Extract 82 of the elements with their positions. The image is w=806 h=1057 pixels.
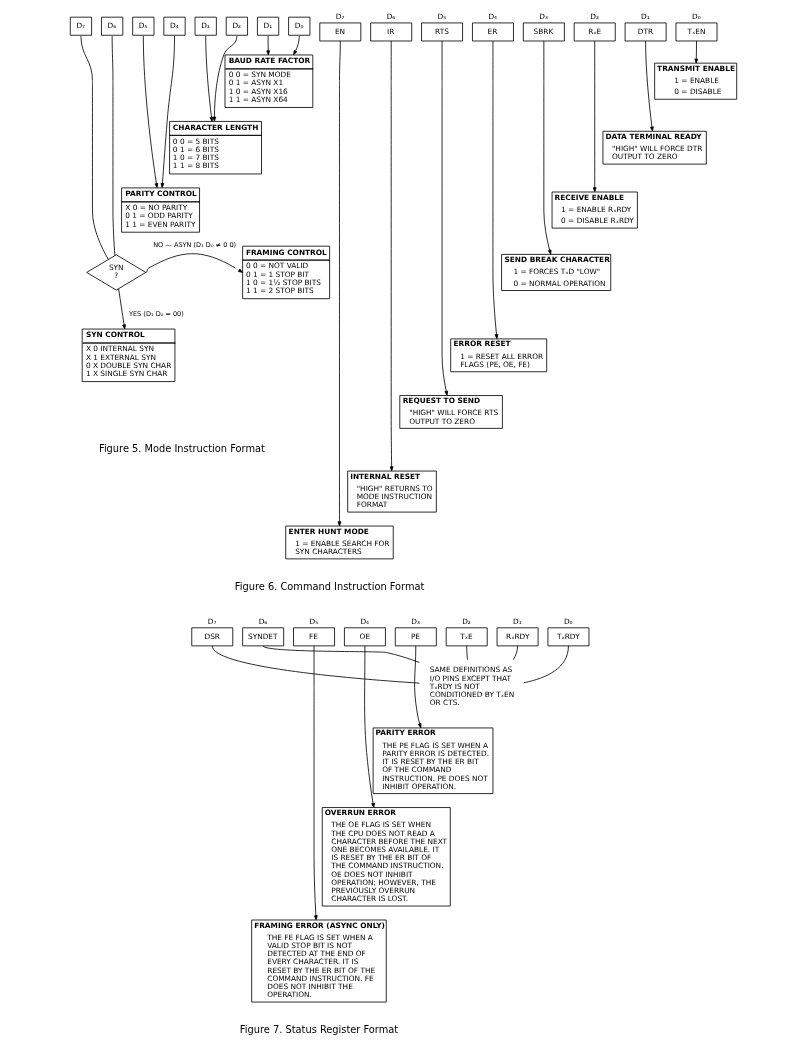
node-label: D₁ xyxy=(640,11,650,21)
node-box: D₀ xyxy=(287,16,310,36)
arrow xyxy=(313,645,318,921)
node-label: D₄ xyxy=(487,11,497,21)
node-label: D₁ xyxy=(512,616,522,626)
connector xyxy=(80,35,109,260)
node-box: OVERRUN ERROR THE OE FLAG IS SET WHEN THE CPU DOES NOT READ A CHARACTER BEFORE THE NEXT ONE BECOMES AVAILABLE. IT IS RESET BY THE ER BIT OF THE COMMAND INSTRUCTION. OE DOES NOT INHIBIT OPERATION; HOWEVER, THE PREVIOUSLY OVERRUN CHARACTER IS LOST. xyxy=(321,807,451,907)
node-label: D₃ xyxy=(410,616,420,626)
node-box: RₓRDY xyxy=(496,627,538,647)
node-box: ENTER HUNT MODE 1 = ENABLE SEARCH FOR SYN CHARACTERS xyxy=(284,525,394,560)
arrow xyxy=(212,35,237,122)
node-box: D₁ xyxy=(256,16,279,36)
node-box: TₓEN xyxy=(675,22,717,42)
node-box: OE xyxy=(343,627,386,647)
arrow xyxy=(204,35,213,122)
arrow xyxy=(644,40,654,132)
connector xyxy=(111,35,115,256)
node-box: RₓE xyxy=(573,22,616,42)
label: Figure 5. Mode Instruction Format xyxy=(98,443,265,455)
node-box: D₇ xyxy=(69,16,92,36)
node-box: FRAMING ERROR (ASYNC ONLY) THE FE FLAG IS SET WHEN A VALID STOP BIT IS NOT DETECTED AT THE END OF EVERY CHARACTER. IT IS RESET BY THE ER BIT OF THE COMMAND INSTRUCTION. FE DOES NOT INHIBIT THE OPERATION. xyxy=(250,919,387,1003)
arrow xyxy=(441,40,448,396)
node-box: TₓRDY xyxy=(547,627,589,647)
node-label: D₆ xyxy=(386,11,395,21)
node-box: D₃ xyxy=(194,16,217,36)
node-box: D₄ xyxy=(162,16,186,36)
node-label: D₆ xyxy=(258,616,267,626)
node-label: D₅ xyxy=(309,616,318,626)
node-box: D₅ xyxy=(131,16,154,36)
connector xyxy=(512,645,518,661)
label: Figure 7. Status Register Format xyxy=(239,1024,398,1036)
node-label: D₇ xyxy=(335,11,344,21)
node-box: D₆ xyxy=(100,16,123,36)
arrow xyxy=(265,35,270,56)
node-box: REQUEST TO SEND "HIGH" WILL FORCE RTS OUTPUT TO ZERO xyxy=(398,395,503,429)
node-label: D₂ xyxy=(461,616,471,626)
arrow xyxy=(117,288,126,330)
node-label: D₀ xyxy=(563,616,573,626)
arrow xyxy=(337,40,341,527)
node-box: SBRK xyxy=(522,22,565,42)
label: Figure 6. Command Instruction Format xyxy=(234,581,424,593)
node-box: D₂ xyxy=(225,16,248,36)
node-label: D₅ xyxy=(437,11,446,21)
node-box: FE xyxy=(292,627,335,647)
node-box: SYNDET xyxy=(241,627,284,647)
node-box: TₓE xyxy=(445,627,488,647)
node-box: RECEIVE ENABLE 1 = ENABLE RₓRDY 0 = DISABLE RₓRDY xyxy=(551,191,638,229)
node-label: D₂ xyxy=(589,11,599,21)
node-box: ERROR RESET 1 = RESET ALL ERROR FLAGS (PE, OE, FE) xyxy=(449,338,547,373)
node-label: D₀ xyxy=(691,11,701,21)
node-box: RTS xyxy=(420,22,463,42)
connector xyxy=(211,645,420,684)
arrow xyxy=(389,40,393,472)
node-label: D₄ xyxy=(359,616,369,626)
connector xyxy=(523,645,569,684)
node-box: SEND BREAK CHARACTER 1 = FORCES TₓD "LOW" 0 = NORMAL OPERATION xyxy=(500,253,611,291)
node-box: ER xyxy=(471,22,514,42)
node-box: IR xyxy=(369,22,412,42)
arrow xyxy=(542,40,551,255)
connector xyxy=(465,645,468,661)
node-box: PE xyxy=(394,627,437,647)
node-box: EN xyxy=(318,22,361,42)
arrow xyxy=(292,35,300,56)
node-box: DTR xyxy=(624,22,667,42)
connector xyxy=(262,645,420,663)
node-box: DATA TERMINAL READY "HIGH" WILL FORCE DTR OUTPUT TO ZERO xyxy=(602,130,707,165)
arrow xyxy=(592,40,597,193)
arrow xyxy=(363,645,375,808)
node-box: PARITY ERROR THE PE FLAG IS SET WHEN A PARITY ERROR IS DETECTED. IT IS RESET BY THE ER BIT OF THE COMMAND INSTRUCTION. PE DOES NOT INHIBIT OPERATION. xyxy=(372,727,493,794)
node-text: SAME DEFINITIONS AS I/O PINS EXCEPT THAT TₓRDY IS NOT CONDITIONED BY TₓEN OR CTS. xyxy=(429,665,514,708)
node-label: D₃ xyxy=(538,11,548,21)
arrow xyxy=(413,645,421,729)
arrow xyxy=(144,253,243,273)
node-diamond: SYN ? xyxy=(85,254,146,291)
arrow xyxy=(142,35,158,189)
node-box: DSR xyxy=(190,627,233,647)
node-box: INTERNAL RESET "HIGH" RETURNS TO MODE INSTRUCTION FORMAT xyxy=(346,470,437,513)
node-label: D₇ xyxy=(207,616,216,626)
node-box: TRANSMIT ENABLE 1 = ENABLE 0 = DISABLE xyxy=(653,62,737,100)
arrow xyxy=(492,40,498,340)
arrow xyxy=(160,35,175,188)
arrow xyxy=(693,40,698,64)
